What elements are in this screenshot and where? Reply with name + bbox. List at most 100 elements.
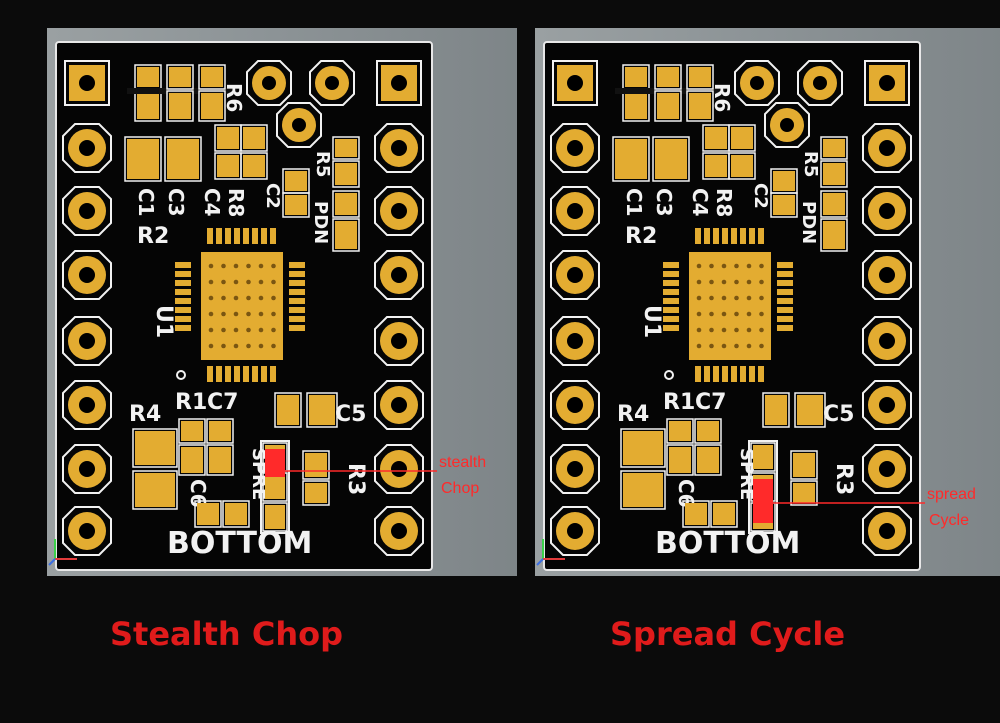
chip-lead-left (175, 316, 191, 322)
label-c4: C4 (688, 188, 712, 217)
chip-via (696, 279, 702, 285)
chip-via (271, 279, 276, 285)
pin-outline (64, 60, 110, 106)
chip-lead-top (713, 228, 719, 244)
chip-via (258, 279, 264, 285)
smd-pad (765, 395, 787, 425)
label-c1: C1 (134, 188, 158, 217)
smd-pad (285, 171, 307, 191)
pin-hole (750, 76, 764, 90)
pin-outline (246, 60, 292, 106)
smd-pad (823, 139, 845, 157)
smd-pad (335, 221, 357, 249)
smd-pad (713, 503, 735, 525)
chip-lead-top (234, 228, 240, 244)
jumper-pad-mid (265, 475, 285, 499)
pin1-marker (176, 370, 186, 380)
pin-outline (550, 316, 600, 366)
cap-pad-c1-outline (612, 136, 650, 182)
pin-outline (62, 186, 112, 236)
pin-outline (764, 102, 810, 148)
chip-lead-right (289, 262, 305, 268)
chip-lead-left (663, 307, 679, 313)
chip-via (746, 295, 752, 301)
smd-pad (797, 395, 823, 425)
pin-outline (862, 506, 912, 556)
pin-outline (862, 250, 912, 300)
smd-pad (181, 421, 203, 441)
chip-via (258, 263, 264, 269)
pin-outline (550, 186, 600, 236)
annotation-text-line1: spread (927, 486, 976, 503)
chip-via (221, 279, 226, 285)
chip-lead-left (663, 298, 679, 304)
chip-via (208, 279, 214, 285)
chip-via (696, 343, 702, 349)
chip-via (246, 295, 251, 301)
jumper-pad-bottom (265, 505, 285, 529)
axis-z-indicator (48, 558, 56, 566)
jumper-outline (748, 440, 778, 534)
resistor-pad-r4-outline (132, 470, 178, 510)
smd-pad (217, 127, 239, 149)
chip-lead-left (663, 316, 679, 322)
pin-hole (879, 140, 895, 156)
pin-outline (797, 60, 843, 106)
pin-outline (862, 316, 912, 366)
label-c4: C4 (200, 188, 224, 217)
smd-pad (697, 421, 719, 441)
smd-pad-outline (206, 444, 234, 476)
smd-pad-outline (666, 418, 694, 444)
label-r8: R8 (712, 188, 736, 217)
smd-pad (793, 453, 815, 477)
resistor-pad-r4-outline (620, 470, 666, 510)
chip-via (709, 279, 714, 285)
smd-pad (335, 163, 357, 185)
pin-hole (879, 333, 895, 349)
smd-pad-outline (686, 64, 714, 90)
smd-pad-outline (178, 418, 206, 444)
pin-hole (567, 75, 583, 91)
chip-via (734, 295, 739, 301)
chip-lead-top (731, 228, 737, 244)
chip-via (709, 263, 714, 269)
pin-hole (391, 203, 407, 219)
pin-hole (79, 75, 95, 91)
chip-lead-left (175, 298, 191, 304)
chip-via (721, 263, 727, 269)
smd-pad (705, 127, 727, 149)
smd-pad (823, 163, 845, 185)
chip-lead-right (777, 298, 793, 304)
label-r6: R6 (222, 83, 246, 112)
label-r4: R4 (617, 402, 649, 427)
pin-hole (79, 461, 95, 477)
chip-via (721, 279, 727, 285)
chip-thermal-pad (201, 252, 283, 360)
cap-pad-c1 (127, 139, 159, 179)
chip-via (208, 311, 214, 317)
label-c2: C2 (750, 183, 771, 209)
pin-hole (391, 397, 407, 413)
pin-outline (550, 123, 600, 173)
smd-pad-outline (820, 218, 848, 252)
chip-via (271, 343, 276, 349)
pin-outline (862, 123, 912, 173)
chip-via (746, 343, 752, 349)
smd-pad-outline (332, 190, 360, 218)
smd-pad (137, 67, 159, 87)
chip-via (709, 311, 714, 317)
pin-hole (879, 523, 895, 539)
smd-pad (705, 155, 727, 177)
pin-hole (391, 140, 407, 156)
pin-outline (62, 506, 112, 556)
pin-hole (813, 76, 827, 90)
jumper-bridge-red (265, 449, 285, 477)
pin-hole (391, 75, 407, 91)
label-r1: R1 (175, 390, 207, 415)
smd-pad (625, 67, 647, 87)
annotation-text-line1: stealth (439, 454, 486, 471)
smd-pad (773, 171, 795, 191)
chip-lead-bottom (713, 366, 719, 382)
label-c7: C7 (207, 390, 238, 415)
smd-pad (169, 67, 191, 87)
